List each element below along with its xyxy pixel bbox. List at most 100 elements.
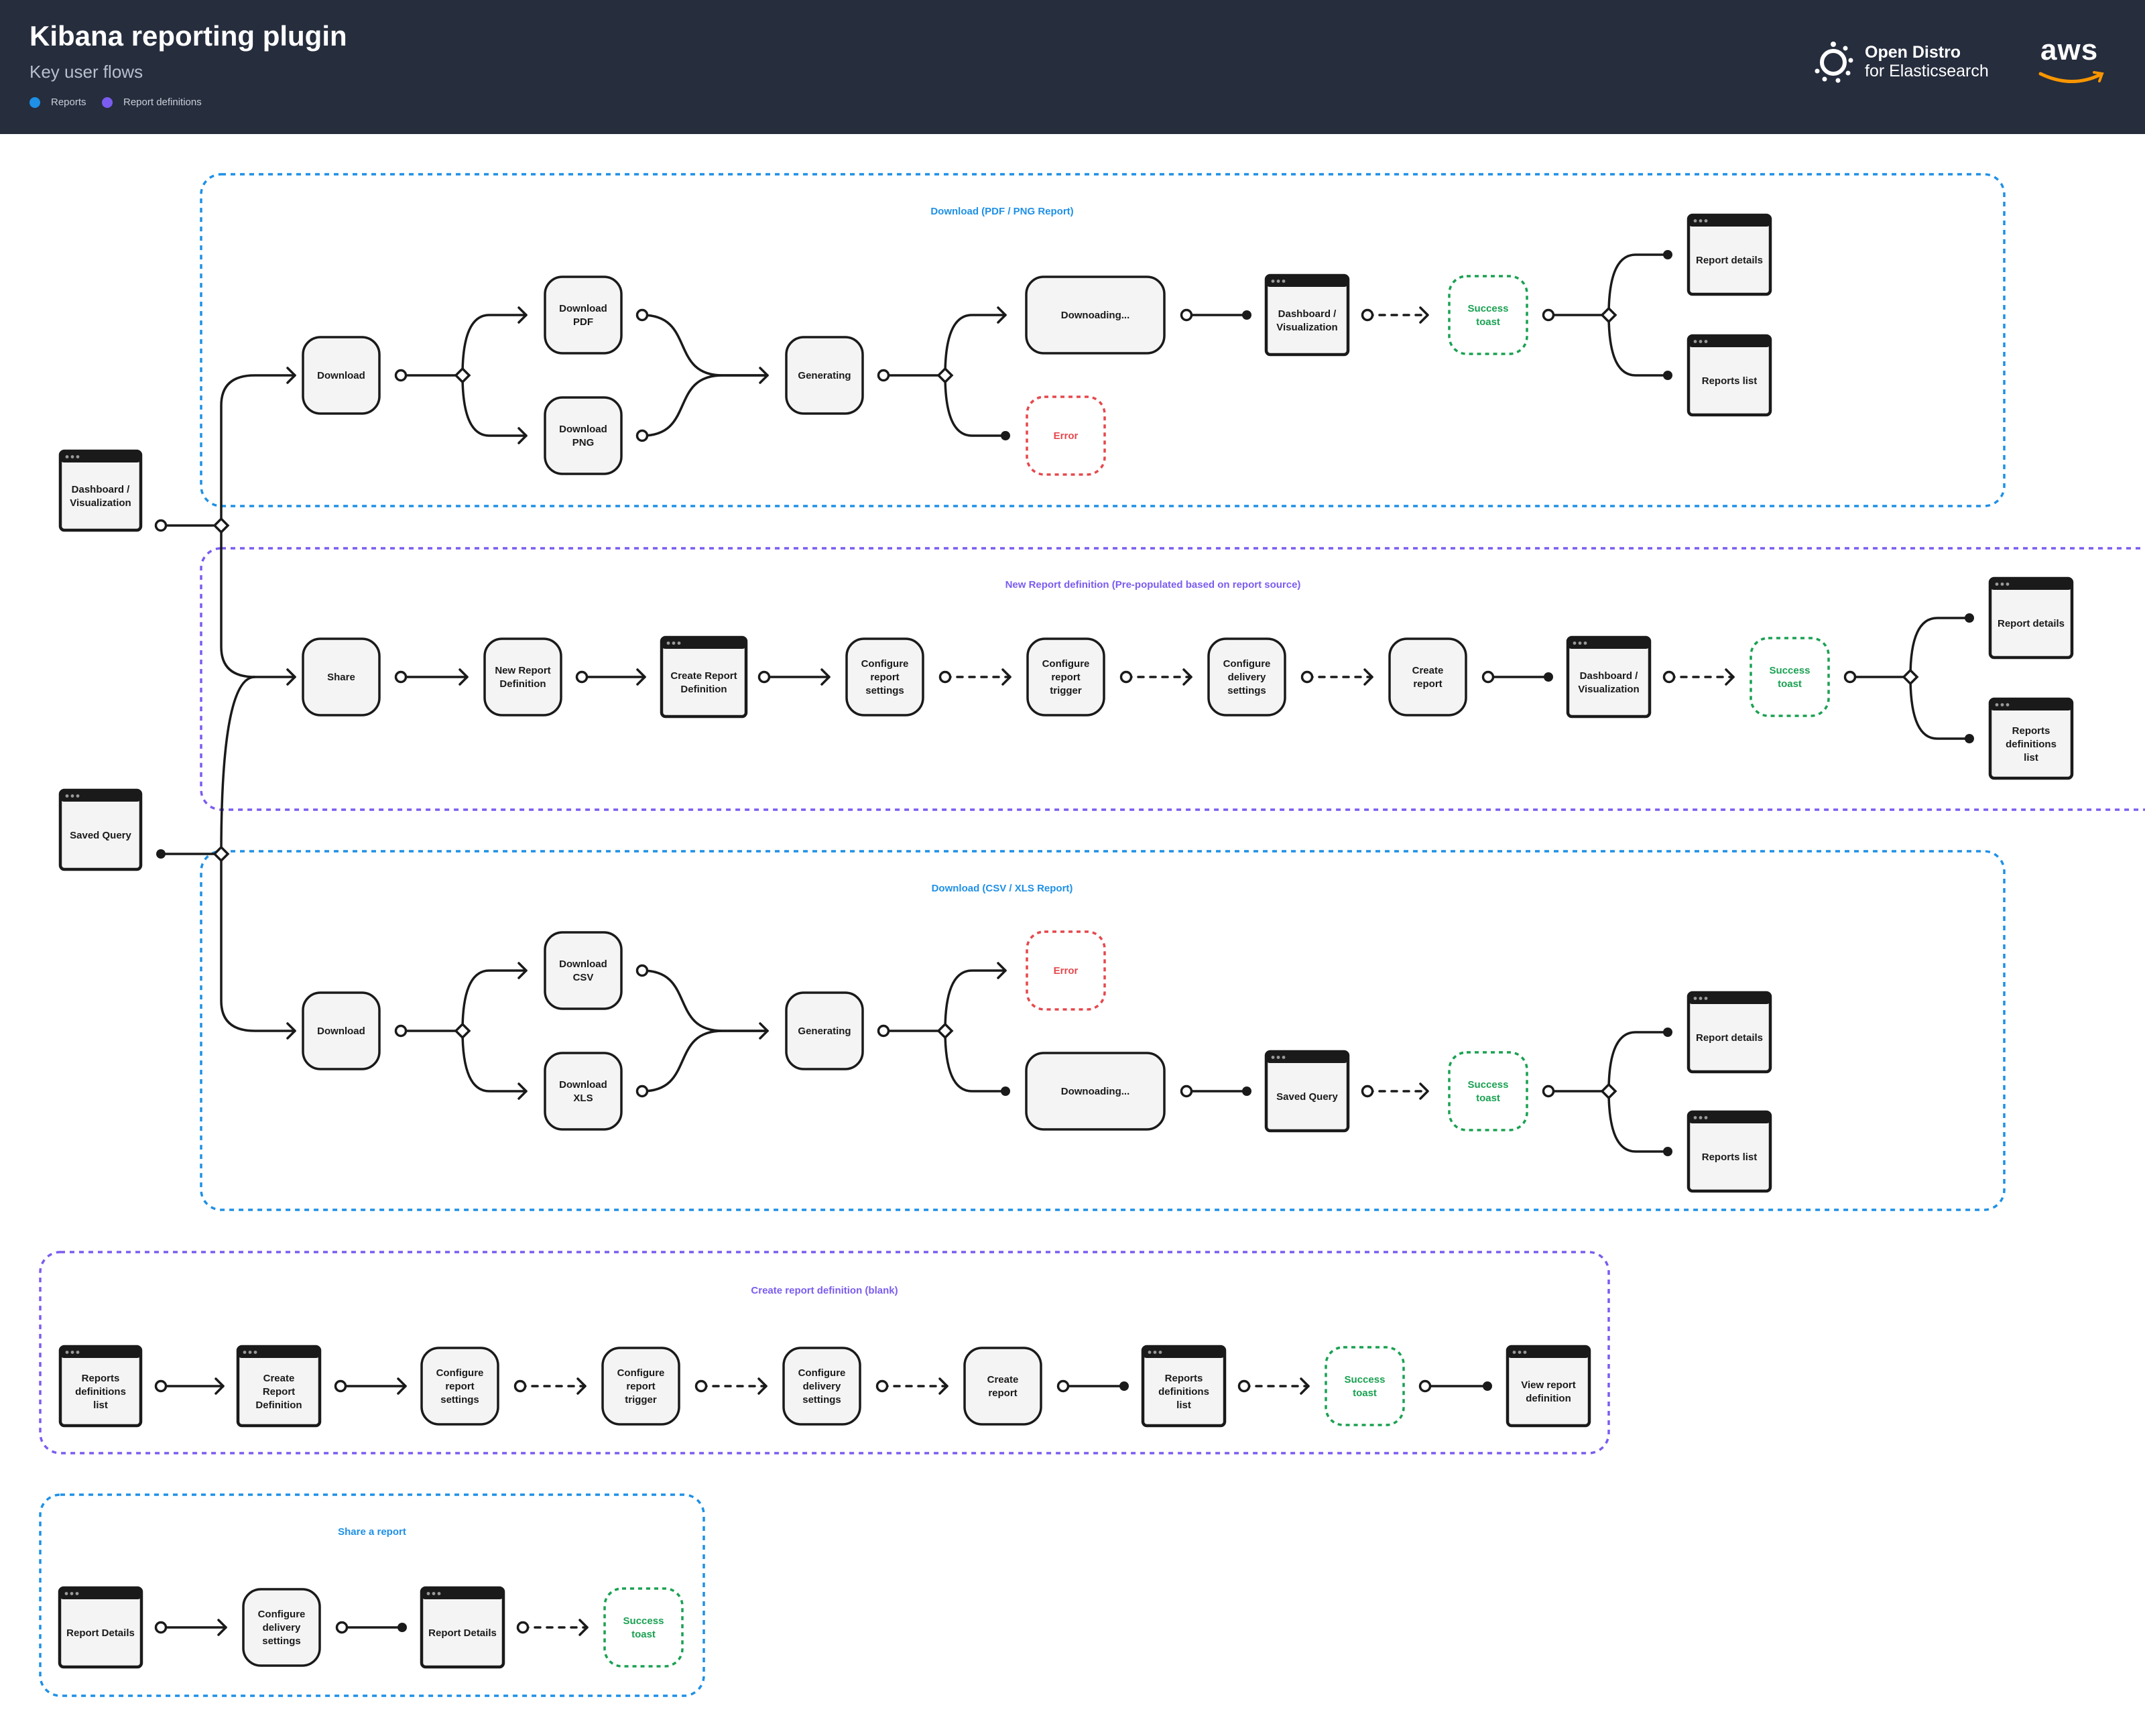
connector-start-dot	[335, 1621, 349, 1634]
node-a-download[interactable]: Download	[302, 336, 381, 415]
flow-connector	[944, 1030, 1007, 1093]
node-label: Download	[559, 1079, 607, 1091]
action-card	[785, 991, 864, 1070]
flow-connector	[1607, 1090, 1669, 1153]
node-label: XLS	[573, 1093, 593, 1104]
node-b-share[interactable]: Share	[302, 637, 381, 717]
node-label: Configure	[798, 1367, 846, 1379]
node-label: delivery	[263, 1622, 301, 1633]
node-e-details[interactable]: Report Details	[58, 1586, 143, 1669]
open-distro-logo-text: Open Distro for Elasticsearch	[1865, 43, 1989, 80]
node-c-gen[interactable]: Generating	[785, 991, 864, 1070]
group-label: Create report definition (blank)	[751, 1285, 898, 1296]
node-label: Reports	[2012, 725, 2050, 737]
action-card	[1325, 1346, 1405, 1426]
arrowhead-icon	[286, 1022, 296, 1040]
window-dot-icon	[1523, 1351, 1527, 1354]
connector-start-dot	[635, 429, 649, 442]
window-titlebar	[60, 1347, 141, 1358]
node-src-dash[interactable]: Dashboard /Visualization	[58, 449, 143, 532]
node-e-details2[interactable]: Report Details	[420, 1586, 505, 1669]
node-c-dl[interactable]: Downoading...	[1025, 1052, 1166, 1131]
window-dot-icon	[1573, 641, 1577, 645]
node-label: Configure	[1042, 658, 1090, 670]
group-label: Share a report	[338, 1526, 406, 1538]
node-a-details[interactable]: Report details	[1687, 213, 1772, 296]
arrowhead-icon	[214, 1377, 225, 1395]
window-dot-icon	[1282, 1056, 1286, 1059]
legend-label: Report definitions	[123, 97, 202, 108]
flow-connector	[461, 969, 528, 1032]
node-c-query[interactable]: Saved Query	[1264, 1050, 1350, 1133]
window-titlebar	[60, 790, 141, 802]
action-card	[601, 1347, 680, 1426]
node-label: settings	[1227, 685, 1266, 696]
node-a-dl[interactable]: Downoading...	[1025, 275, 1166, 355]
node-a-list[interactable]: Reports list	[1687, 334, 1772, 417]
action-card	[302, 991, 381, 1070]
node-label: Success	[1468, 303, 1509, 314]
node-label: settings	[440, 1394, 479, 1406]
action-card	[963, 1347, 1042, 1426]
node-c-err[interactable]: Error	[1026, 930, 1106, 1011]
node-label: Success	[1468, 1079, 1509, 1091]
node-label: Configure	[861, 658, 909, 670]
node-label: Configure	[436, 1367, 484, 1379]
node-a-gen[interactable]: Generating	[785, 336, 864, 415]
connector-end-dot	[1119, 1381, 1129, 1391]
group-border	[200, 547, 2145, 811]
connector-start-dot	[1481, 670, 1495, 684]
window-dot-icon	[1276, 1056, 1280, 1059]
node-label: toast	[631, 1629, 656, 1640]
node-src-query[interactable]: Saved Query	[58, 788, 143, 871]
connector-start-dot	[635, 964, 649, 977]
node-c-download[interactable]: Download	[302, 991, 381, 1070]
group-g5: Share a report	[39, 1493, 705, 1697]
node-b-details[interactable]: Report details	[1988, 576, 2074, 660]
node-label: toast	[1353, 1387, 1377, 1399]
window-dot-icon	[1704, 1116, 1708, 1119]
node-label: Report details	[1998, 618, 2065, 629]
connector-end-dot	[1965, 734, 1974, 743]
node-a-err[interactable]: Error	[1026, 395, 1106, 476]
node-label: Create Report	[670, 670, 737, 682]
node-label: CSV	[573, 972, 594, 983]
window-dot-icon	[1693, 219, 1697, 223]
node-c-details[interactable]: Report details	[1687, 991, 1772, 1074]
node-c-list[interactable]: Reports list	[1687, 1110, 1772, 1193]
flow-connector	[1607, 253, 1669, 316]
window-titlebar	[1508, 1347, 1589, 1358]
node-label: Saved Query	[70, 830, 131, 841]
edge-layer	[160, 253, 1971, 1629]
node-b-dash[interactable]: Dashboard /Visualization	[1566, 635, 1652, 719]
node-label: Reports list	[1702, 375, 1758, 387]
node-a-dash[interactable]: Dashboard /Visualization	[1264, 273, 1350, 357]
node-label: Error	[1054, 965, 1079, 977]
window-dot-icon	[65, 1351, 69, 1354]
